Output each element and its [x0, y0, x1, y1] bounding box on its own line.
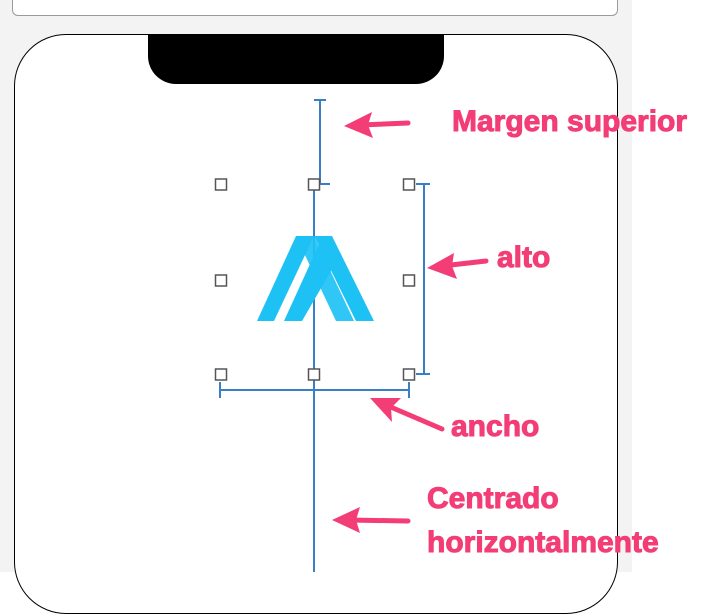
logo-left-stroke — [257, 236, 314, 321]
width-arrow-icon — [370, 398, 445, 432]
constraints-overlay — [214, 99, 489, 572]
top-margin-label: Margen superior — [451, 105, 688, 139]
resize-handle-bottom-left[interactable] — [214, 368, 228, 381]
resize-handle-bottom-right[interactable] — [402, 368, 416, 381]
resize-handle-top-left[interactable] — [214, 178, 228, 191]
height-constraint[interactable] — [416, 183, 430, 375]
resize-handle-bottom[interactable] — [307, 368, 321, 381]
logo-right-stroke — [314, 236, 374, 321]
height-label: alto — [496, 241, 551, 275]
top-margin-constraint[interactable] — [314, 99, 330, 185]
width-constraint[interactable] — [219, 382, 410, 398]
centered-label: Centrado horizontalmente — [427, 477, 660, 565]
top-margin-arrow-icon — [344, 112, 411, 138]
centered-label-line2: horizontalmente — [427, 526, 660, 560]
device-notch — [148, 34, 444, 84]
resize-handle-top[interactable] — [307, 178, 321, 191]
resize-handle-right[interactable] — [402, 274, 416, 287]
logo-inner-right-stroke — [296, 236, 354, 321]
resize-handle-left[interactable] — [214, 274, 228, 287]
width-label: ancho — [450, 410, 540, 444]
logo-image-view[interactable] — [257, 236, 374, 321]
height-arrow-icon — [427, 253, 489, 279]
center-arrow-icon — [332, 507, 411, 533]
scene-dock — [12, 0, 618, 16]
centered-label-line1: Centrado — [427, 482, 560, 516]
resize-handle-top-right[interactable] — [402, 178, 416, 191]
device-frame — [14, 34, 618, 614]
